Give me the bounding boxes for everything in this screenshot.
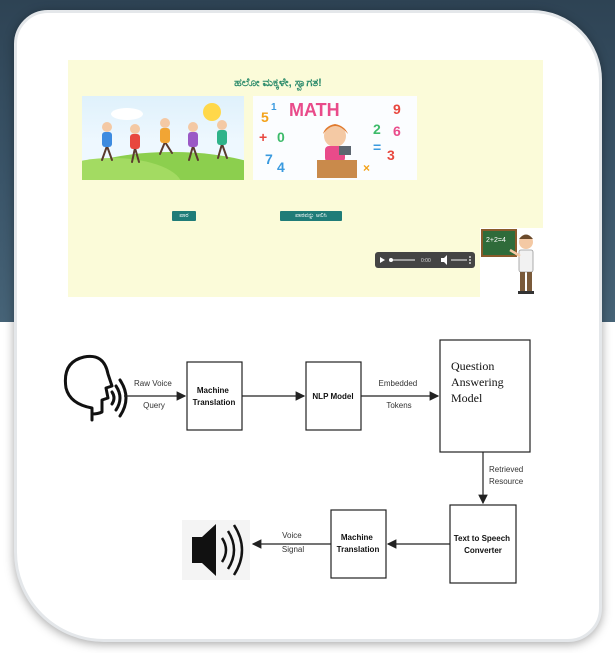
nlp-model-box [305,361,362,431]
speaking-head-icon [63,354,128,422]
edge-voice-signal-label: Voice Signal [282,531,304,554]
svg-text:=: = [373,139,381,155]
svg-text:+: + [259,129,267,145]
svg-text:7: 7 [265,151,273,167]
question-answering-box [439,339,531,453]
teacher-image: 2+2=4 [480,228,543,297]
svg-text:1: 1 [271,102,277,113]
mt2-label: Machine Translation [337,533,380,554]
svg-text:5: 5 [261,109,269,125]
volume-icon[interactable] [441,255,447,265]
machine-translation-box-2 [330,509,387,579]
audio-time: 0:00 [421,258,431,264]
svg-text:2: 2 [373,121,381,137]
play-icon[interactable] [380,257,385,263]
kids-playing-image [82,96,244,180]
speaker-output-icon [182,520,250,580]
mt1-label: Machine Translation [193,386,236,407]
tts-label: Text to Speech Converter [454,534,513,555]
svg-text:3: 3 [387,147,395,163]
math-girl-image: MATH 5 1 + 0 7 4 9 2 6 = 3 × [253,96,417,180]
machine-translation-box-1 [186,361,243,431]
svg-text:0: 0 [277,129,285,145]
qa-label: Question Answering Model [451,359,507,405]
board-text: 2+2=4 [486,237,506,244]
edge-raw-voice-label: Raw Voice Query [134,379,174,410]
edge-retrieved-label: Retrieved Resource [489,465,525,486]
svg-text:×: × [363,161,370,175]
math-word: MATH [289,100,340,120]
edge-embedded-label: Embedded Tokens [379,379,420,410]
svg-text:6: 6 [393,123,401,139]
lesson-button[interactable]: ಪಾಠ [172,211,196,221]
app-screenshot-panel: ಹಲೋ ಮಕ್ಕಳೇ, ಸ್ವಾಗತ! [68,60,543,297]
app-greeting: ಹಲೋ ಮಕ್ಕಳೇ, ಸ್ವಾಗತ! [234,77,322,89]
text-to-speech-box [449,504,517,584]
nlp-label: NLP Model [312,392,353,401]
svg-text:4: 4 [277,159,285,175]
audio-player[interactable]: 0:00 [375,252,475,268]
svg-text:9: 9 [393,101,401,117]
listen-lesson-button[interactable]: ಪಾಠವನ್ನು ಆಲಿಸಿ [280,211,342,221]
